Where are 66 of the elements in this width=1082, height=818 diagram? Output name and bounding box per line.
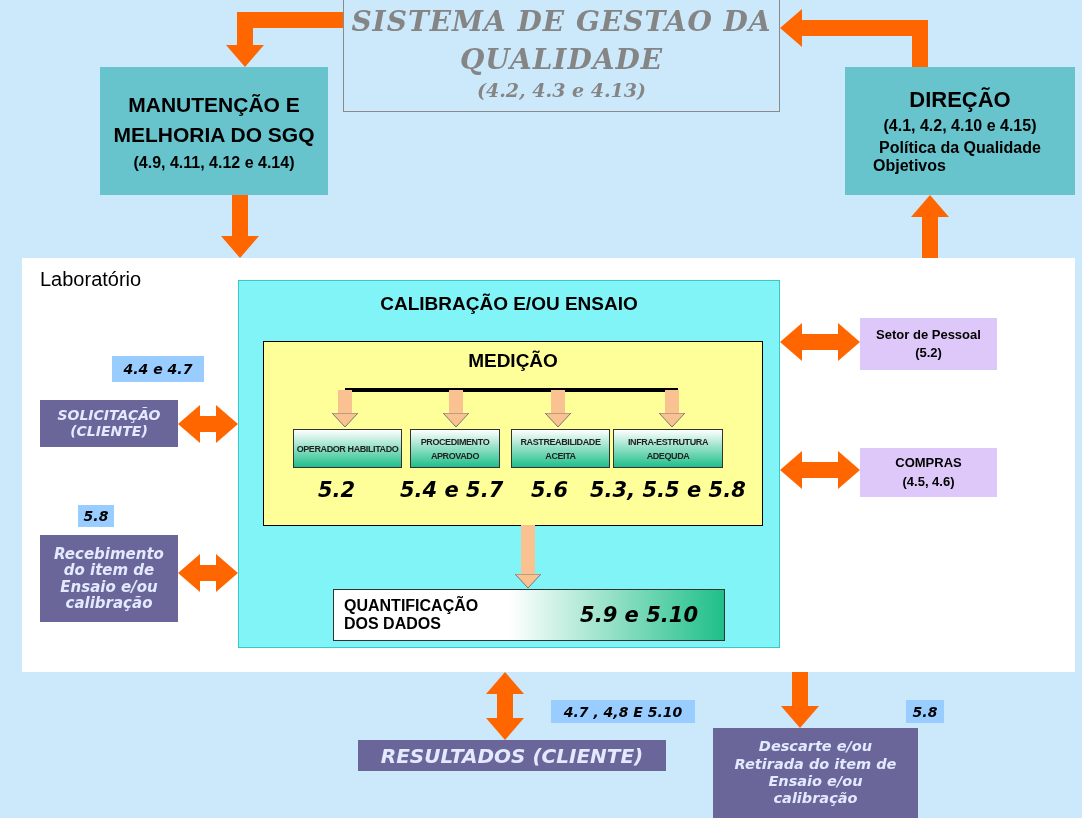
process-box <box>613 429 723 468</box>
block-arrow <box>781 672 819 728</box>
branch-bar <box>345 388 678 392</box>
box-text: (4.9, 4.11, 4.12 e 4.14) <box>133 154 295 172</box>
box-text: (4.1, 4.2, 4.10 e 4.15) <box>883 117 1037 135</box>
process-box <box>40 535 178 622</box>
block-arrow <box>544 390 572 428</box>
box-text: 5.9 e 5.10 <box>580 603 698 627</box>
process-box <box>860 318 997 370</box>
box-title: Descarte e/ou Retirada do item de Ensaio e/ou calibração <box>733 738 898 808</box>
box-title: SOLICITAÇÃO (CLIENTE) <box>56 408 162 439</box>
box-title: Recebimento do item de Ensaio e/ou calibração <box>53 545 165 612</box>
block-arrow <box>178 405 238 443</box>
process-box <box>293 429 402 468</box>
box-text: (4.5, 4.6) <box>902 472 955 491</box>
section-number: 5.4 e 5.7 <box>400 478 504 502</box>
section-number: 5.8 <box>906 700 944 723</box>
block-arrow <box>178 554 238 592</box>
process-box <box>410 429 500 468</box>
box-text: Objetivos <box>873 157 946 175</box>
box-title: CALIBRAÇÃO E/OU ENSAIO <box>380 293 638 315</box>
block-arrow <box>331 390 359 428</box>
box-title: Setor de Pessoal <box>876 325 981 344</box>
section-number: 5.2 <box>318 478 356 502</box>
box-text: Política da Qualidade <box>879 139 1041 157</box>
box-text: (4.2, 4.3 e 4.13) <box>477 79 646 101</box>
process-panel <box>238 280 780 648</box>
block-arrow <box>226 12 343 67</box>
box-title: MEDIÇÃO <box>468 350 558 372</box>
box-title: Laboratório <box>40 268 142 291</box>
block-arrow <box>486 672 524 740</box>
block-arrow <box>780 9 928 67</box>
block-arrow <box>442 390 470 428</box>
block-arrow <box>514 525 542 589</box>
box-title: RASTREABILIDADE ACEITA <box>519 435 602 463</box>
section-number: 5.6 <box>531 478 569 502</box>
block-arrow <box>780 323 860 361</box>
box-title: RESULTADOS (CLIENTE) <box>380 744 644 767</box>
panel-background <box>22 258 1075 672</box>
block-arrow <box>221 195 259 258</box>
process-box <box>860 448 997 497</box>
box-title: DIREÇÃO <box>909 87 1011 113</box>
process-box <box>100 67 328 195</box>
box-title: QUANTIFICAÇÃO DOS DADOS <box>344 597 480 633</box>
box-title: COMPRAS <box>895 454 962 473</box>
box-text: (5.2) <box>915 344 942 362</box>
process-box <box>358 740 666 771</box>
box-title: MANUTENÇÃO E MELHORIA DO SGQ <box>112 92 316 148</box>
section-number: 5.3, 5.5 e 5.8 <box>590 478 746 502</box>
section-number: 4.7 , 4,8 E 5.10 <box>551 700 695 723</box>
block-arrow <box>658 390 686 428</box>
process-box <box>343 0 780 112</box>
block-arrow <box>780 451 860 489</box>
process-box <box>713 728 918 818</box>
box-title: PROCEDIMENTO APROVADO <box>419 435 491 463</box>
box-title: SISTEMA DE GESTAO DA QUALIDADE <box>350 4 773 78</box>
section-number: 5.8 <box>78 505 114 527</box>
block-arrow <box>911 195 949 258</box>
process-box <box>511 429 610 468</box>
process-box <box>845 67 1075 195</box>
process-box <box>333 589 725 641</box>
process-panel <box>263 341 763 526</box>
box-title: OPERADOR HABILITADO <box>296 442 399 456</box>
box-title: INFRA-ESTRUTURA ADEQUDA <box>627 435 709 463</box>
process-box <box>40 400 178 447</box>
section-number: 4.4 e 4.7 <box>112 356 204 382</box>
